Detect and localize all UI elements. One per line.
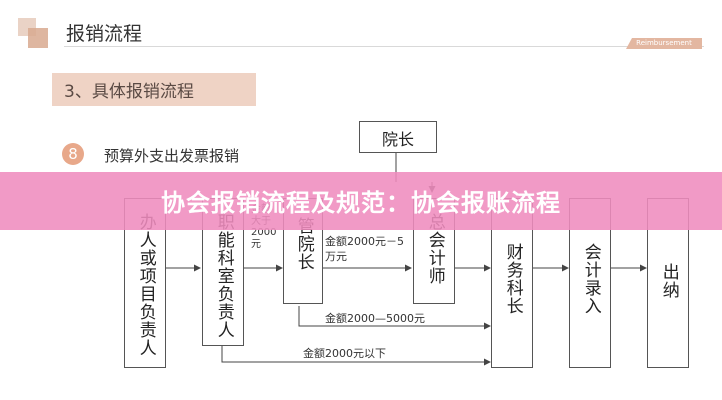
label-2000-5000: 金额2000—5000元 <box>325 312 425 325</box>
node-bookkeeping-label: 会计录入 <box>580 243 601 315</box>
node-cashier-label: 出纳 <box>658 263 679 299</box>
step-number-badge: 8 <box>62 143 84 165</box>
node-finance-chief-label: 财务科长 <box>502 243 523 315</box>
node-handler-label: 办人或项目负责人 <box>135 213 156 357</box>
arrow-bottom-bypass <box>221 346 491 366</box>
step-title: 预算外支出发票报销 <box>104 147 240 165</box>
title-banner <box>0 172 722 230</box>
label-below-2000: 金额2000元以下 <box>303 347 386 360</box>
node-vp-label: 管院长 <box>293 217 314 271</box>
section-bar <box>52 73 256 106</box>
node-president-label: 院长 <box>381 130 414 149</box>
title-divider <box>64 46 704 47</box>
title-decoration <box>28 28 48 48</box>
banner-title: 协会报销流程及规范：协会报账流程 <box>161 189 561 217</box>
node-dept-head-label: 职能科室负责人 <box>213 213 234 339</box>
section-title: 3、具体报销流程 <box>64 82 194 102</box>
node-chief-accountant-label: 总会计师 <box>424 213 445 285</box>
label-range-a: 金额2000元－5 <box>325 235 404 248</box>
arrow-mid-bypass <box>298 306 491 330</box>
node-president: 院长 <box>359 121 437 153</box>
page-title: 报销流程 <box>66 23 143 45</box>
label-range-b: 万元 <box>325 250 347 263</box>
english-tag: Reimbursement <box>626 38 702 49</box>
